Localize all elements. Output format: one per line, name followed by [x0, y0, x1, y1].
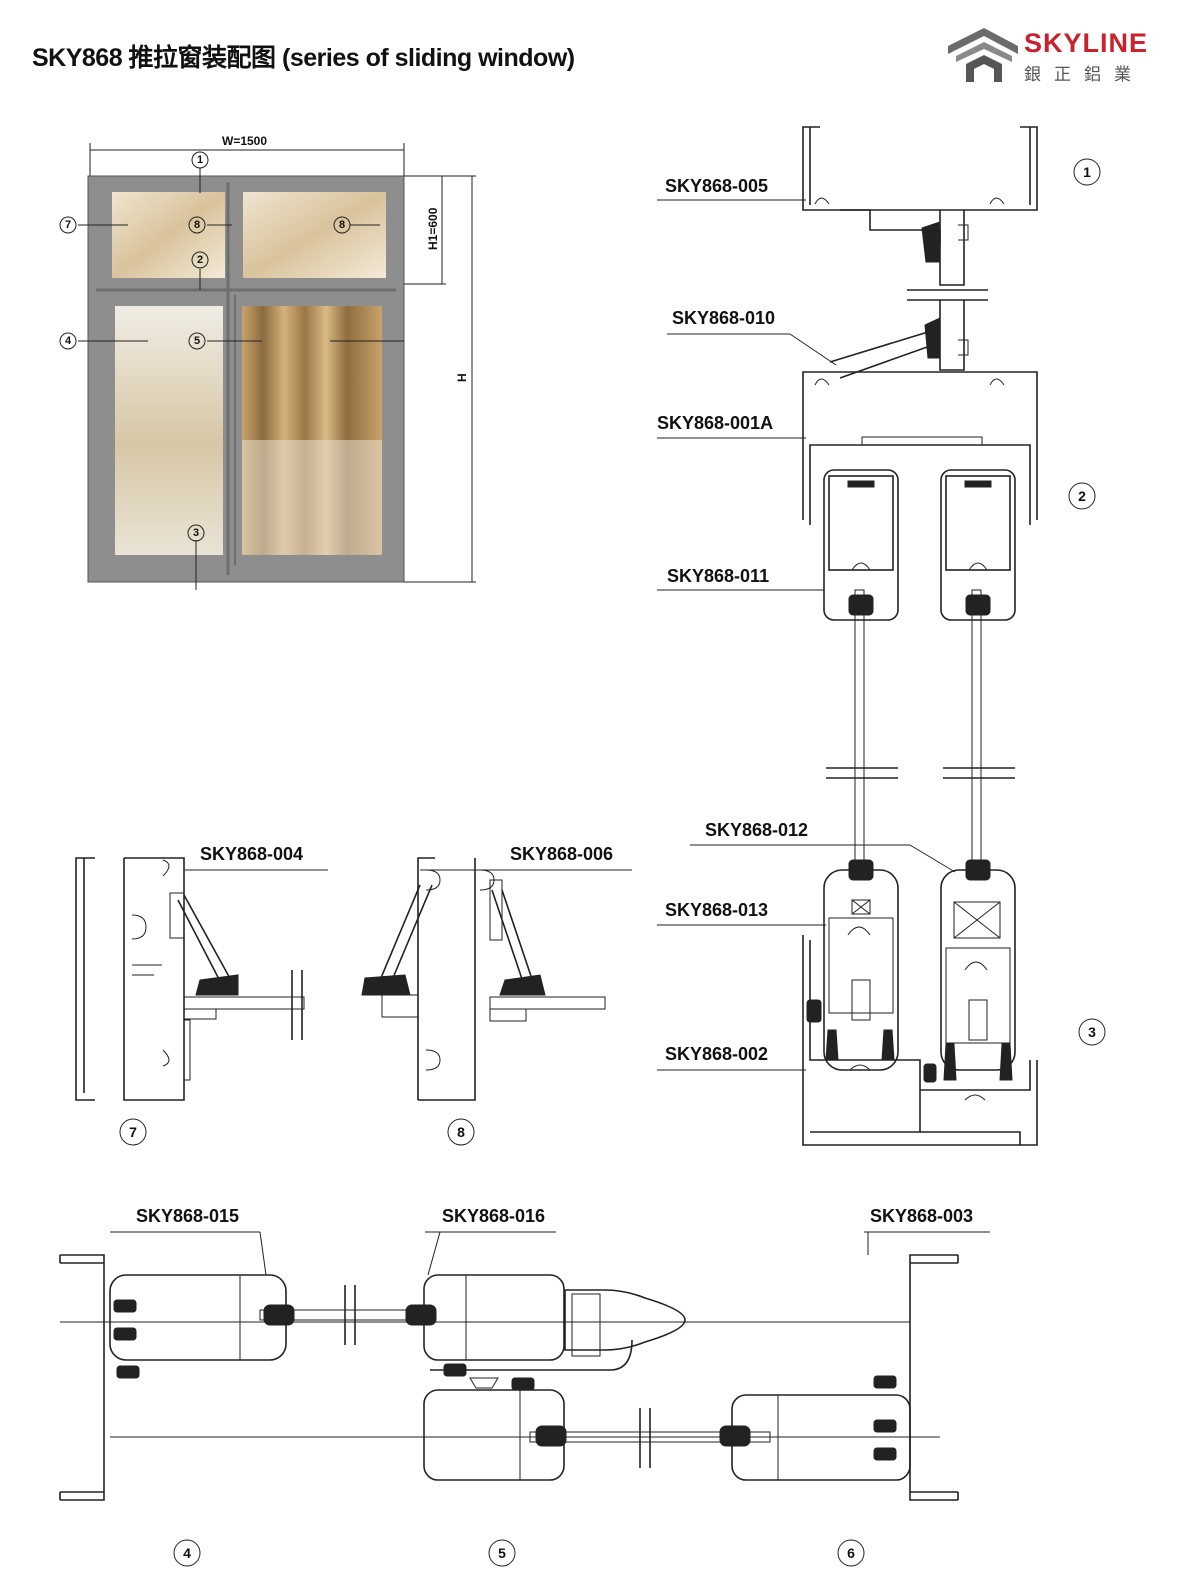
page-title: SKY868 推拉窗装配图 (series of sliding window) [32, 44, 575, 72]
svg-text:4: 4 [65, 335, 72, 347]
label-sky868-012: SKY868-012 [705, 820, 808, 840]
section-marker-7: 7 [129, 1124, 137, 1140]
label-sky868-006: SKY868-006 [510, 844, 613, 864]
jamb-sections: SKY868-004 SKY868-006 7 8 [75, 844, 632, 1146]
height-label: H [455, 373, 469, 382]
brand-chinese-name: 銀正鋁業 [1024, 65, 1144, 84]
label-sky868-016: SKY868-016 [442, 1206, 545, 1226]
label-sky868-003: SKY868-003 [870, 1206, 973, 1226]
label-sky868-002: SKY868-002 [665, 1044, 768, 1064]
width-label: W=1500 [222, 134, 267, 148]
window-elevation: W=1500 H1=600 H 1 2 3 [59, 134, 476, 590]
label-sky868-015: SKY868-015 [136, 1206, 239, 1226]
skyline-logo [948, 28, 1018, 82]
vertical-section: 1 2 3 SKY868-005 SKY868-010 SKY868-001A … [657, 126, 1106, 1146]
elevation-callouts: 1 2 3 4 5 7 8 8 [59, 151, 351, 542]
section-marker-6: 6 [847, 1545, 855, 1561]
section-marker-8: 8 [457, 1124, 465, 1140]
label-sky868-004: SKY868-004 [200, 844, 303, 864]
svg-text:8: 8 [339, 219, 345, 231]
transom-height-label: H1=600 [426, 207, 440, 250]
horizontal-section: SKY868-015 SKY868-016 SKY868-003 4 5 6 [59, 1206, 990, 1567]
section-marker-3: 3 [1088, 1024, 1096, 1040]
label-sky868-013: SKY868-013 [665, 900, 768, 920]
section-marker-5: 5 [498, 1545, 506, 1561]
label-sky868-010: SKY868-010 [672, 308, 775, 328]
section-marker-4: 4 [183, 1545, 191, 1561]
brand-name: SKYLINE [1024, 28, 1149, 58]
svg-text:3: 3 [193, 527, 199, 539]
label-sky868-005: SKY868-005 [665, 176, 768, 196]
svg-text:8: 8 [194, 219, 200, 231]
label-sky868-011: SKY868-011 [667, 566, 769, 586]
svg-text:7: 7 [65, 219, 71, 231]
svg-text:1: 1 [197, 154, 203, 166]
label-sky868-001a: SKY868-001A [657, 413, 773, 433]
section-marker-1: 1 [1083, 164, 1091, 180]
section-marker-2: 2 [1078, 488, 1086, 504]
svg-text:5: 5 [194, 335, 200, 347]
svg-text:2: 2 [197, 254, 203, 266]
